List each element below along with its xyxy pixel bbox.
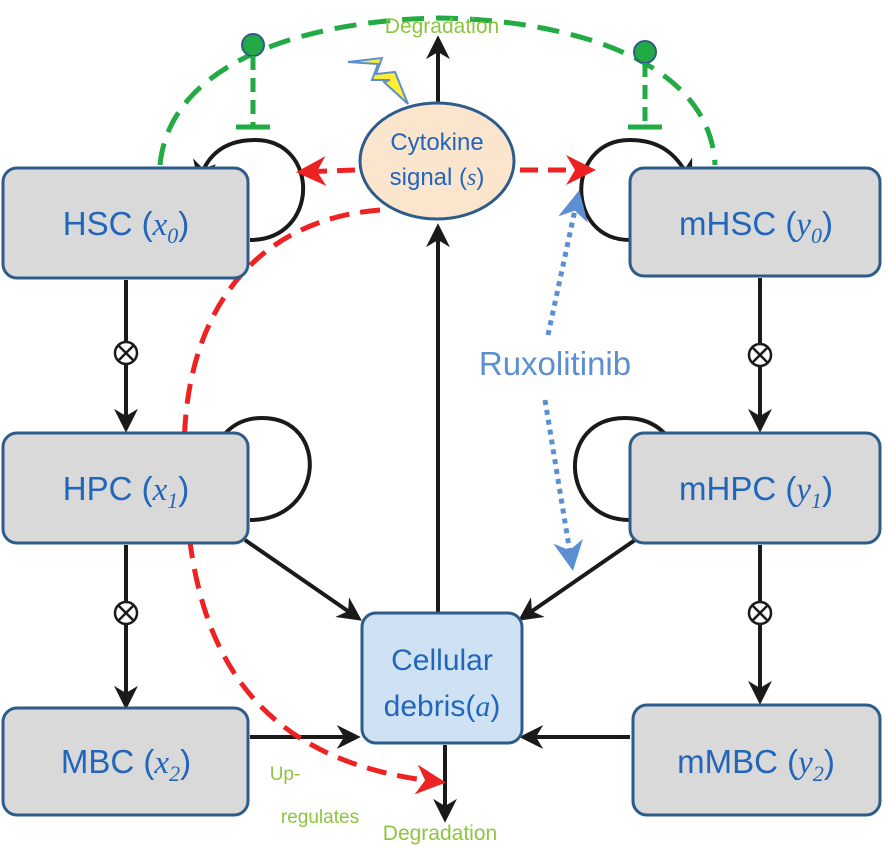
inhibition-arc-top [157,15,718,166]
self-renewal-loop-hsc [193,137,306,242]
arrow-hpc-to-debris [243,538,362,621]
ruxolitinib-arrow-upper [545,190,588,336]
node-mhsc: mHSC (y0) [628,166,882,278]
mbc-label: MBC (x2) [61,743,191,786]
mhsc-label: mHSC (y0) [679,205,833,248]
arrow-mhpc-to-debris [518,538,637,621]
inhibition-node-left [241,33,265,57]
node-mmbc: mMBC (y2) [631,703,882,817]
node-hpc: HPC (x1) [1,431,250,545]
cytokine-label-line2: signal (s) [390,164,485,191]
mhpc-label: mHPC (y1) [679,470,833,513]
hpc-label: HPC (x1) [63,470,190,513]
inhibition-node-right [633,40,657,64]
upregulates-label-line1: Up- [270,764,301,785]
ruxolitinib-arrow-lower [542,399,583,571]
degradation-label-bottom: Degradation [383,822,497,845]
hsc-label: HSC (x0) [63,205,190,248]
debris-label-line1: Cellular [391,644,493,677]
mmbc-label: mMBC (y2) [677,743,835,786]
node-cellular-debris: Cellular debris(a) [360,611,524,745]
operator-icon-mhpc-mmbc [747,600,773,626]
operator-icon-hsc-hpc [113,340,139,366]
degradation-label-top: Degradation [385,15,499,38]
ruxolitinib-label: Ruxolitinib [479,345,631,382]
debris-label-line2: debris(a) [384,690,501,723]
upregulation-arrow-to-hsc [296,156,356,187]
cytokine-signal-node [358,101,516,221]
self-renewal-loop-mhsc [579,137,693,242]
node-mhpc: mHPC (y1) [628,431,882,545]
operator-icon-hpc-mbc [113,600,139,626]
upregulates-label-line2: regulates [281,807,359,828]
node-mbc: MBC (x2) [1,706,250,817]
lightning-bolt-icon [347,56,409,105]
cytokine-label-line1: Cytokine [390,129,483,156]
node-hsc: HSC (x0) [1,166,250,280]
operator-icon-mhsc-mhpc [747,342,773,368]
